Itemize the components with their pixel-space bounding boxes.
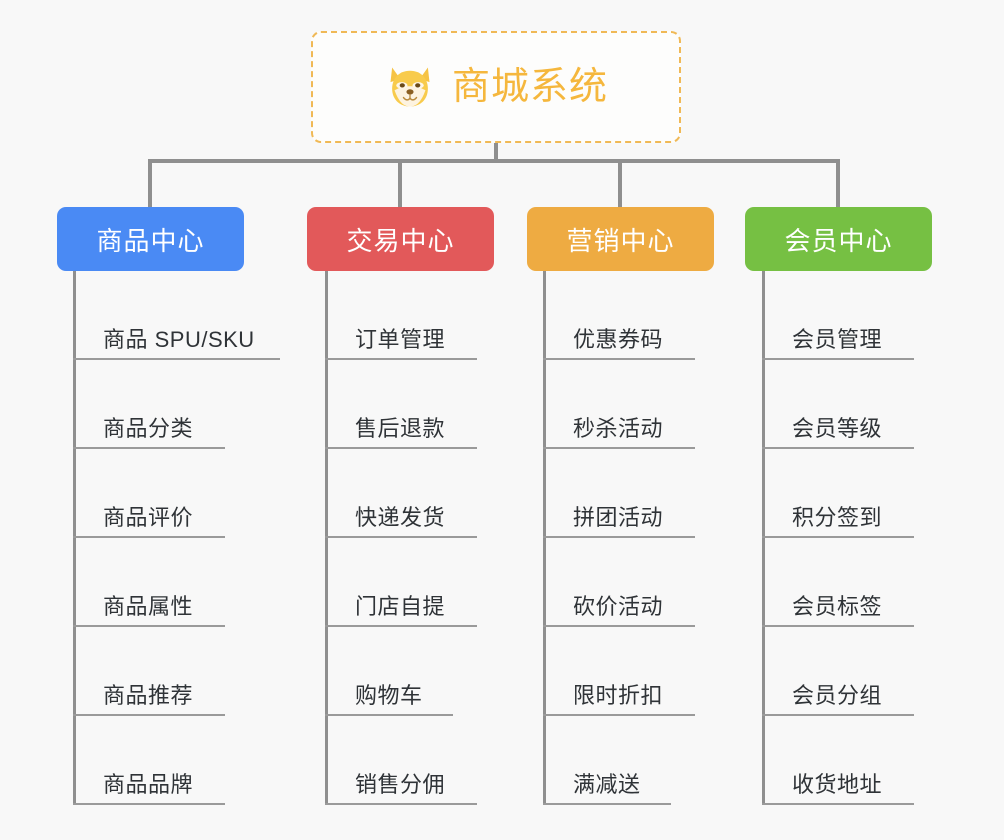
leaf-item-underline (73, 803, 225, 805)
category-header-trade-center[interactable]: 交易中心 (307, 207, 494, 271)
leaf-item-label: 会员分组 (792, 683, 883, 708)
leaf-item[interactable]: 商品分类 (73, 360, 225, 449)
leaf-item-underline (73, 358, 280, 360)
leaf-item-underline (762, 358, 914, 360)
leaf-spine-marketing-center (543, 271, 546, 805)
leaf-spine-member-center (762, 271, 765, 805)
leaf-item-underline (325, 714, 453, 716)
leaf-item-label: 商品评价 (103, 505, 194, 530)
leaf-item-label: 满减送 (573, 772, 641, 797)
root-node[interactable]: 商城系统 (311, 31, 681, 143)
leaf-item-underline (762, 714, 914, 716)
leaf-item[interactable]: 商品推荐 (73, 627, 225, 716)
leaf-item-label: 销售分佣 (355, 772, 446, 797)
shiba-dog-face-icon (390, 67, 430, 107)
leaf-item[interactable]: 商品评价 (73, 449, 225, 538)
leaf-spine-product-center (73, 271, 76, 805)
leaf-item[interactable]: 商品属性 (73, 538, 225, 627)
leaf-item-label: 收货地址 (792, 772, 883, 797)
leaf-item[interactable]: 满减送 (543, 716, 671, 805)
connector-drop-product-center (148, 159, 152, 208)
connector-drop-trade-center (398, 159, 402, 208)
leaf-item-underline (762, 803, 914, 805)
leaf-item-underline (762, 447, 914, 449)
leaf-item-label: 积分签到 (792, 505, 883, 530)
leaf-item-underline (325, 803, 477, 805)
leaf-item-label: 商品属性 (103, 594, 194, 619)
category-header-product-center[interactable]: 商品中心 (57, 207, 244, 271)
leaf-item-label: 购物车 (355, 683, 423, 708)
leaf-item[interactable]: 优惠券码 (543, 271, 695, 360)
leaf-item-label: 限时折扣 (573, 683, 664, 708)
leaf-item[interactable]: 门店自提 (325, 538, 477, 627)
leaf-item-underline (543, 536, 695, 538)
leaf-item[interactable]: 砍价活动 (543, 538, 695, 627)
leaf-item[interactable]: 秒杀活动 (543, 360, 695, 449)
leaf-item-underline (762, 625, 914, 627)
leaf-item-label: 商品 SPU/SKU (103, 327, 255, 352)
root-title: 商城系统 (451, 66, 608, 108)
leaf-item[interactable]: 订单管理 (325, 271, 477, 360)
leaf-item-underline (543, 358, 695, 360)
leaf-item-label: 商品品牌 (103, 772, 194, 797)
leaf-item[interactable]: 会员分组 (762, 627, 914, 716)
leaf-item[interactable]: 快递发货 (325, 449, 477, 538)
leaf-item-underline (543, 625, 695, 627)
category-header-label: 营销中心 (566, 225, 675, 256)
leaf-item-label: 订单管理 (355, 327, 446, 352)
leaf-item-label: 优惠券码 (573, 327, 664, 352)
leaf-item-underline (325, 447, 477, 449)
connector-drop-marketing-center (618, 159, 622, 208)
leaf-item-underline (325, 625, 477, 627)
leaf-item-label: 售后退款 (355, 416, 446, 441)
leaf-item[interactable]: 商品 SPU/SKU (73, 271, 280, 360)
leaf-item[interactable]: 积分签到 (762, 449, 914, 538)
leaf-item[interactable]: 收货地址 (762, 716, 914, 805)
category-header-label: 会员中心 (784, 225, 893, 256)
leaf-item[interactable]: 售后退款 (325, 360, 477, 449)
leaf-item-underline (543, 447, 695, 449)
leaf-item[interactable]: 限时折扣 (543, 627, 695, 716)
category-header-marketing-center[interactable]: 营销中心 (527, 207, 714, 271)
category-header-member-center[interactable]: 会员中心 (745, 207, 932, 271)
leaf-item-label: 会员管理 (792, 327, 883, 352)
leaf-spine-trade-center (325, 271, 328, 805)
leaf-item-underline (73, 536, 225, 538)
leaf-item[interactable]: 会员标签 (762, 538, 914, 627)
connector-drop-member-center (836, 159, 840, 208)
leaf-item-underline (543, 803, 671, 805)
leaf-item-label: 门店自提 (355, 594, 446, 619)
category-header-label: 交易中心 (346, 225, 455, 256)
leaf-item-underline (543, 714, 695, 716)
leaf-item-underline (762, 536, 914, 538)
leaf-item[interactable]: 销售分佣 (325, 716, 477, 805)
leaf-item-underline (325, 536, 477, 538)
leaf-item-label: 砍价活动 (573, 594, 664, 619)
leaf-item-underline (325, 358, 477, 360)
leaf-item-label: 秒杀活动 (573, 416, 664, 441)
connector-root-trunk (494, 143, 498, 163)
leaf-item-label: 会员等级 (792, 416, 883, 441)
leaf-item-underline (73, 625, 225, 627)
leaf-item-underline (73, 447, 225, 449)
category-header-label: 商品中心 (96, 225, 205, 256)
leaf-item-label: 商品推荐 (103, 683, 194, 708)
leaf-item[interactable]: 购物车 (325, 627, 453, 716)
leaf-item-label: 快递发货 (355, 505, 446, 530)
leaf-item[interactable]: 拼团活动 (543, 449, 695, 538)
leaf-item-label: 拼团活动 (573, 505, 664, 530)
leaf-item-label: 商品分类 (103, 416, 194, 441)
leaf-item[interactable]: 会员等级 (762, 360, 914, 449)
leaf-item[interactable]: 会员管理 (762, 271, 914, 360)
leaf-item[interactable]: 商品品牌 (73, 716, 225, 805)
leaf-item-underline (73, 714, 225, 716)
connector-horizontal-bus (150, 159, 840, 163)
leaf-item-label: 会员标签 (792, 594, 883, 619)
